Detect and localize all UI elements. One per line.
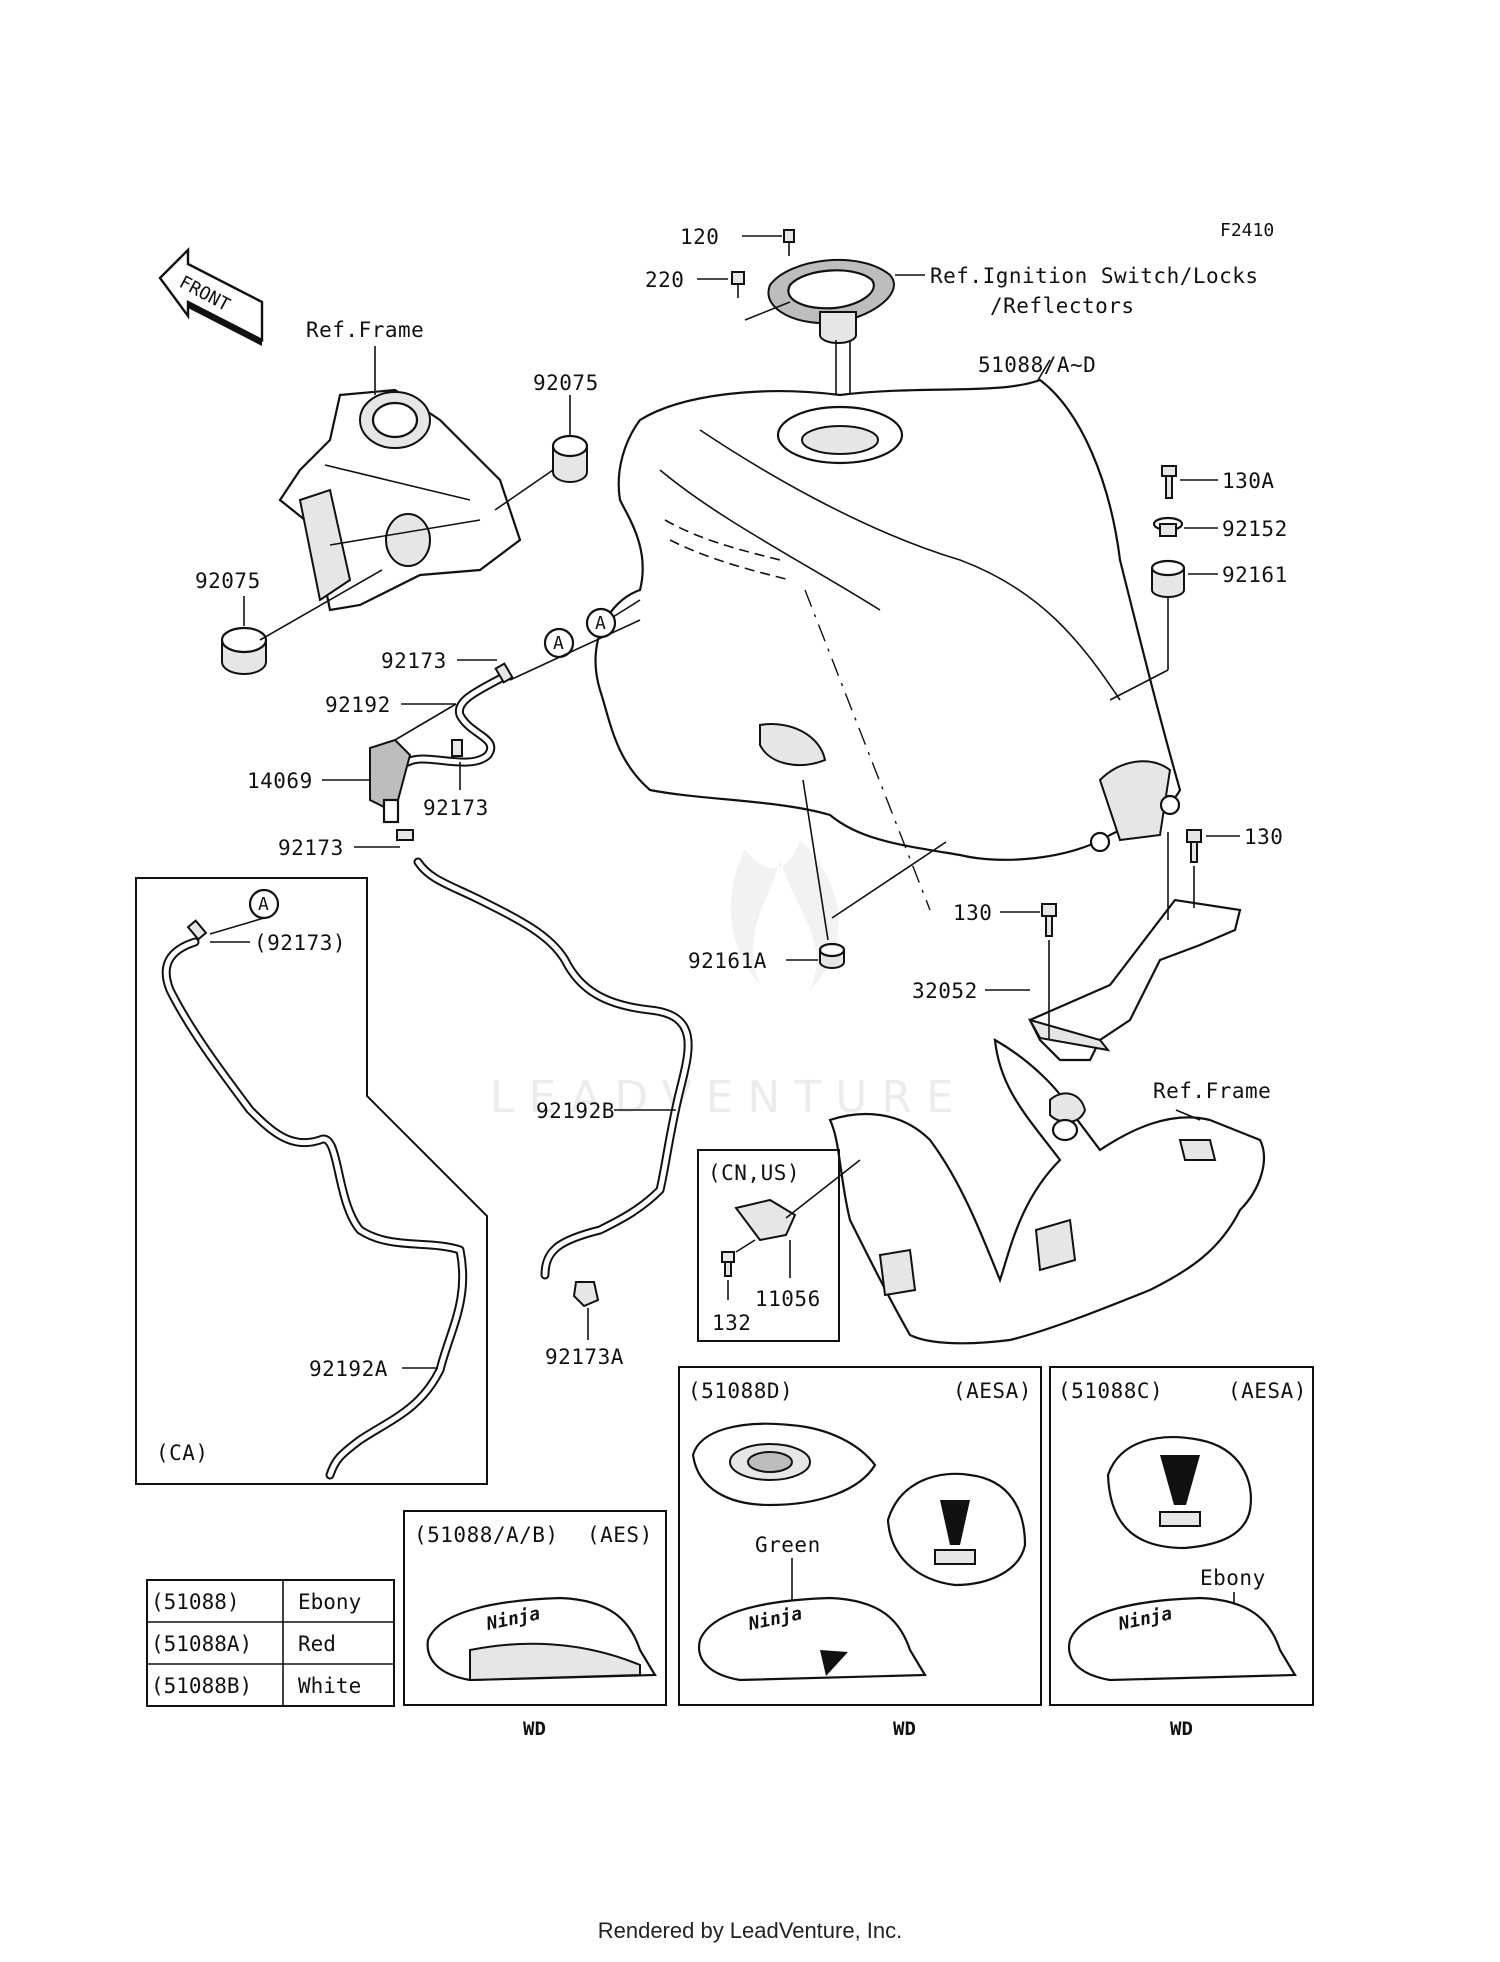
svg-text:A: A	[258, 894, 269, 915]
label-92192A: 92192A	[309, 1357, 388, 1381]
fuel-tank-illustration	[594, 378, 1182, 861]
aes-inset-box: (51088/A/B) (AES) Ninja WD	[403, 1510, 667, 1740]
label-92192: 92192	[325, 693, 391, 717]
label-92192B: 92192B	[536, 1099, 615, 1123]
label-92152: 92152	[1222, 517, 1288, 541]
damper-92161	[1150, 559, 1186, 598]
rear-frame-illustration	[828, 1037, 1265, 1345]
bolt-132	[721, 1251, 735, 1277]
label-120: 120	[680, 225, 719, 249]
tank-side-aesa-c: Ninja	[1067, 1596, 1297, 1682]
aes-box-footer: WD	[523, 1718, 546, 1740]
table-cell-part: (51088)	[151, 1590, 240, 1614]
aesa-c-box-footer: WD	[1170, 1718, 1193, 1740]
color-table: (51088) Ebony (51088A) Red (51088B) Whit…	[146, 1579, 395, 1707]
label-ref-ignition-1: Ref.Ignition Switch/Locks	[930, 264, 1259, 288]
marker-a-ca: A	[248, 888, 280, 920]
table-cell-color: Red	[298, 1632, 336, 1656]
fuel-cap-illustration	[767, 258, 895, 440]
label-130-mid: 130	[953, 901, 992, 925]
table-cell-part: (51088A)	[151, 1632, 252, 1656]
label-92173-c: 92173	[278, 836, 344, 860]
bracket-32052	[1027, 898, 1242, 1062]
svg-text:A: A	[553, 633, 564, 654]
tank-top-aesa-d	[691, 1422, 877, 1507]
tank-rear-aesa-c	[1106, 1436, 1252, 1550]
aesa-d-inset-box: (51088D) (AESA) Green Ninja WD	[678, 1366, 1042, 1740]
centerline-tank	[804, 589, 931, 911]
label-ref-frame-bottom: Ref.Frame	[1153, 1079, 1271, 1103]
cn-us-box-title: (CN,US)	[708, 1161, 800, 1185]
label-92075-left: 92075	[195, 569, 261, 593]
label-92173-b: 92173	[423, 796, 489, 820]
footer-credit: Rendered by LeadVenture, Inc.	[597, 1918, 903, 1943]
cn-us-inset-box: (CN,US) 132 11056	[697, 1149, 861, 1342]
table-cell-color: Ebony	[298, 1590, 361, 1614]
bolt-130-right	[1186, 829, 1202, 863]
collar-92152	[1152, 516, 1184, 537]
label-132: 132	[712, 1311, 751, 1335]
label-11056: 11056	[755, 1287, 821, 1311]
front-arrow-icon: FRONT	[158, 247, 264, 346]
marker-a-2: A	[585, 607, 617, 639]
tank-side-aes: Ninja	[426, 1596, 657, 1682]
tank-side-aesa-d: Ninja	[697, 1596, 927, 1682]
table-cell-color: White	[298, 1674, 361, 1698]
aesa-c-inset-box: (51088C) (AESA) Ebony Ninja WD	[1049, 1366, 1314, 1740]
bolt-120	[783, 229, 795, 256]
label-220: 220	[645, 268, 684, 292]
label-14069: 14069	[247, 769, 313, 793]
diagram-code: F2410	[1220, 220, 1274, 241]
clamp-92173-c	[396, 829, 414, 841]
aesa-d-color-label: Green	[755, 1533, 821, 1557]
clamp-92173-b	[451, 739, 463, 757]
label-ref-frame-top: Ref.Frame	[306, 318, 424, 342]
aes-box-title: (51088/A/B)	[414, 1523, 559, 1547]
frame-head-illustration	[278, 388, 522, 612]
hose-92192	[403, 671, 510, 767]
label-92173-paren: (92173)	[254, 931, 346, 955]
aesa-c-color-label: Ebony	[1200, 1566, 1266, 1590]
table-cell-part: (51088B)	[151, 1674, 252, 1698]
label-130A: 130A	[1222, 469, 1275, 493]
grommet-92075-left	[220, 626, 268, 675]
aesa-d-box-title: (51088D)	[688, 1379, 793, 1403]
grommet-92075-top	[551, 434, 589, 483]
label-130-right: 130	[1244, 825, 1283, 849]
watermark: LEADVENTURE	[490, 840, 954, 1123]
hose-92192B	[413, 857, 693, 1280]
clamp-92173-a	[494, 662, 514, 684]
ca-inset-box: A (92173) 92192A (CA)	[135, 877, 488, 1485]
tank-rear-aesa-d	[886, 1472, 1027, 1587]
aesa-d-box-tag: (AESA)	[953, 1379, 1032, 1403]
bolt-130-mid	[1041, 903, 1057, 937]
screw-220	[731, 271, 791, 321]
label-92161: 92161	[1222, 563, 1288, 587]
damper-92161A	[818, 942, 846, 969]
aesa-c-box-tag: (AESA)	[1228, 1379, 1307, 1403]
label-92173-a: 92173	[381, 649, 447, 673]
fitting-14069	[369, 738, 412, 824]
hose-92192A	[161, 937, 468, 1480]
bolt-130A	[1161, 465, 1177, 499]
label-92173A: 92173A	[545, 1345, 624, 1369]
label-ref-ignition-2: /Reflectors	[990, 294, 1135, 318]
clip-92173A	[572, 1281, 600, 1308]
svg-text:A: A	[595, 613, 606, 634]
aes-box-tag: (AES)	[587, 1523, 653, 1547]
label-92075-top: 92075	[533, 371, 599, 395]
ca-box-title: (CA)	[156, 1441, 209, 1465]
aesa-d-box-footer: WD	[893, 1718, 916, 1740]
label-92161A: 92161A	[688, 949, 767, 973]
label-51088: 51088/A~D	[978, 353, 1096, 377]
aesa-c-box-title: (51088C)	[1058, 1379, 1163, 1403]
label-32052: 32052	[912, 979, 978, 1003]
